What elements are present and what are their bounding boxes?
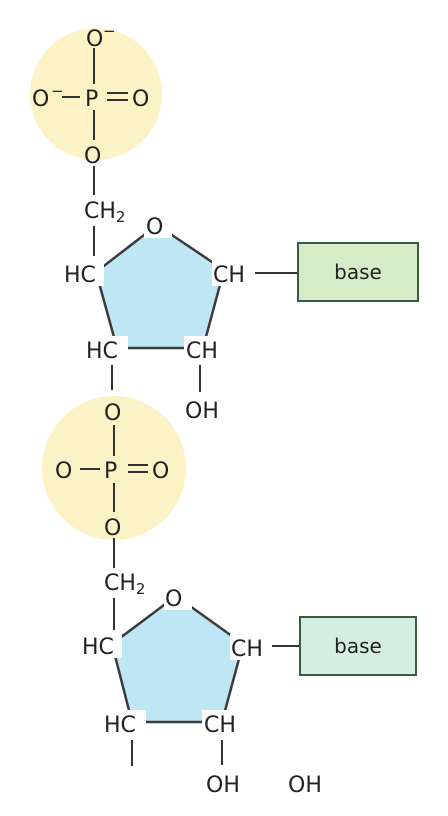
phosphate-bottom-o-bottom: O [104,516,121,541]
sugar-bottom-c2-bg [202,710,246,736]
sugar-top-c3-bg [84,336,128,362]
sugar-top-c2-bg [184,336,228,362]
phosphate-bottom-o-right: O [152,459,169,484]
sugar-top-c2: CH [186,339,218,364]
sugar-bottom-c3-bg [102,710,146,736]
phosphate-group-bottom [42,396,186,540]
sugar-top-c1: CH [213,263,245,288]
phosphate-bottom-o-left: O [55,459,72,484]
sugar-bottom-ring-o-bg [164,584,192,610]
sugar-bottom-oh-free: OH [288,773,322,798]
base-box-top [297,242,419,302]
sugar-top-ring-o-bg [144,212,172,238]
sugar-bottom-ring-o: O [165,587,182,612]
phosphate-group-top [30,28,162,160]
phosphate-top-o-top: O [86,27,103,52]
phosphate-top-o-left-charge: − [51,82,64,100]
phosphate-top-o-top-charge: − [103,22,116,40]
phosphate-bottom-p: P [104,459,117,484]
base-top-label: base [334,260,382,284]
base-bottom-label: base [334,634,382,658]
sugar-bottom-c4: HC [82,635,114,660]
base-box-bottom [299,616,417,676]
sugar-bottom-c3: HC [104,713,136,738]
sugar-top-c3: HC [86,339,118,364]
sugar-top-ring-o: O [146,215,163,240]
sugar-bottom-ch2: CH2 [104,571,145,598]
phosphate-top-o-bottom: O [84,144,101,169]
sugar-bottom-c1: CH [231,637,263,662]
sugar-bottom-c4-bg [82,632,122,658]
sugar-top-c1-bg [212,260,254,286]
sugar-bottom-oh-c2: OH [206,773,240,798]
bridging-oxygen: O [104,401,121,426]
sugar-bottom-c1-bg [230,634,272,660]
sugar-top-oh: OH [185,399,219,424]
sugar-bottom-c2: CH [204,713,236,738]
sugar-ring-bottom [110,594,245,724]
phosphate-top-p: P [85,87,98,112]
sugar-top-ch2: CH2 [84,199,125,226]
phosphate-top-o-left: O [32,87,49,112]
sugar-ring-top [94,223,226,350]
sugar-top-c4: HC [64,263,96,288]
phosphate-top-o-right: O [132,87,149,112]
sugar-top-c4-bg [64,260,104,286]
